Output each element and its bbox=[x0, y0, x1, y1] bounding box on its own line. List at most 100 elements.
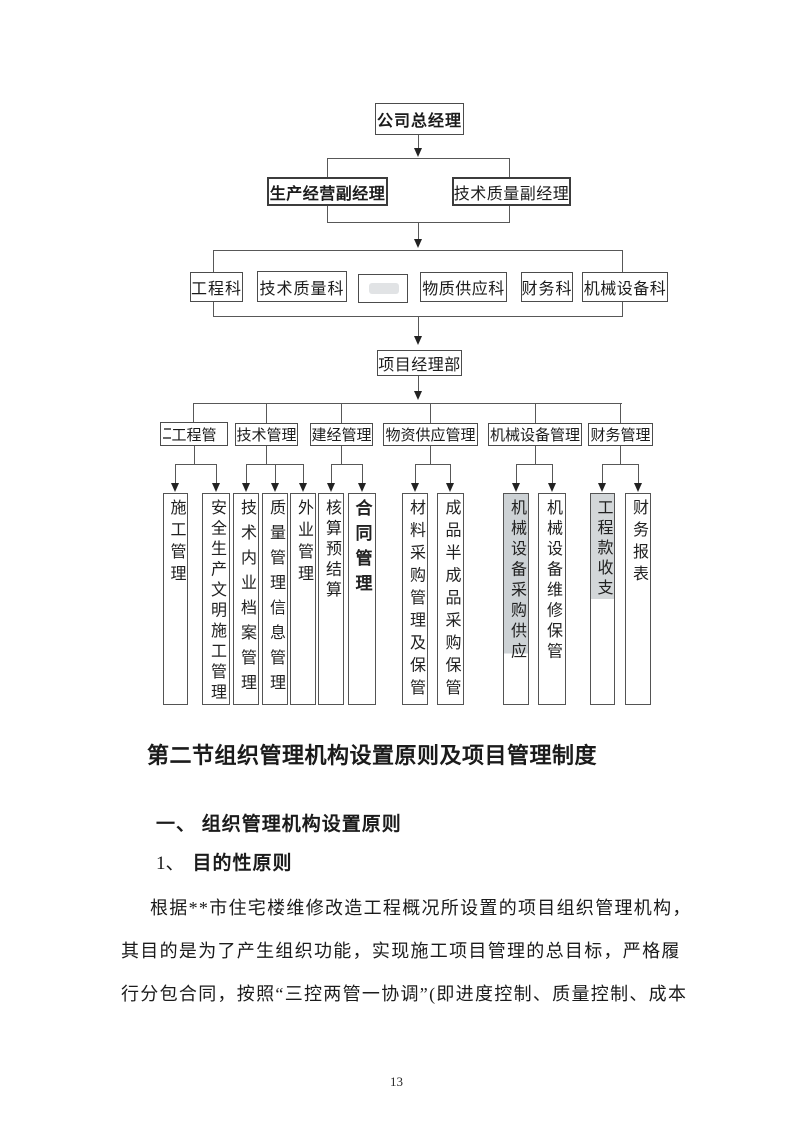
connector-line bbox=[450, 464, 451, 484]
vbox-label: 机械设备采购供应 bbox=[508, 499, 525, 663]
list-item-title: 目的性原则 bbox=[192, 853, 293, 874]
arrow-down-icon bbox=[211, 483, 220, 492]
connector-line bbox=[415, 464, 416, 484]
box-func-financial-statements: 财务报表 bbox=[625, 493, 651, 705]
box-func-safety-civilized-construction: 安全生产文明施工管理 bbox=[202, 493, 230, 705]
box-func-contract-mgmt: 合同管理 bbox=[348, 493, 376, 705]
vbox-label: 核算预结算 bbox=[323, 499, 340, 602]
vbox-label: 合同管理 bbox=[352, 499, 372, 599]
arrow-down-icon bbox=[410, 483, 419, 492]
box-mgmt-budget: 建经管理 bbox=[310, 423, 373, 446]
vbox-label: 施工管理 bbox=[167, 499, 185, 587]
box-mgmt-machinery: 机械设备管理 bbox=[488, 423, 582, 446]
connector-line bbox=[430, 403, 431, 424]
vbox-label: 安全生产文明施工管理 bbox=[208, 499, 225, 704]
connector-line bbox=[516, 464, 517, 484]
connector-line bbox=[620, 446, 621, 465]
box-func-finished-goods-purchase-storage: 成品半成品采购保管 bbox=[437, 493, 464, 705]
box-dept-tech-quality: 技术质量科 bbox=[257, 271, 347, 302]
vbox-label: 机械设备维修保管 bbox=[544, 499, 561, 663]
connector-line bbox=[620, 403, 621, 424]
connector-line bbox=[415, 464, 451, 465]
box-mgmt-finance: 财务管理 bbox=[588, 423, 653, 446]
scan-artifact bbox=[163, 437, 171, 439]
connector-line bbox=[193, 403, 622, 404]
box-dept-machinery: 机械设备科 bbox=[582, 272, 668, 302]
connector-line bbox=[175, 464, 176, 484]
box-dept-material-supply: 物质供应科 bbox=[420, 272, 507, 302]
connector-line bbox=[602, 464, 639, 465]
list-item-number: 1、 bbox=[156, 853, 185, 874]
connector-line bbox=[303, 464, 304, 484]
paragraph-line: 根据**市住宅楼维修改造工程概况所设置的项目组织管理机构， bbox=[150, 898, 692, 918]
connector-line bbox=[418, 317, 419, 337]
arrow-down-icon bbox=[170, 483, 179, 492]
paragraph-line: 行分包合同，按照“三控两管一协调”(即进度控制、质量控制、成本 bbox=[121, 984, 688, 1004]
box-mgmt-material-supply: 物资供应管理 bbox=[383, 423, 478, 446]
page-number: 13 bbox=[390, 1074, 403, 1089]
connector-line bbox=[275, 464, 276, 484]
arrow-down-icon bbox=[547, 483, 556, 492]
box-func-material-purchase-storage: 材料采购管理及保管 bbox=[402, 493, 428, 705]
connector-line bbox=[246, 464, 247, 484]
vbox-label: 技术内业档案管理 bbox=[238, 499, 255, 699]
box-func-field-mgmt: 外业管理 bbox=[290, 493, 316, 705]
connector-line bbox=[341, 403, 342, 424]
arrow-down-icon bbox=[357, 483, 366, 492]
arrow-down-icon bbox=[414, 336, 422, 345]
arrow-down-icon bbox=[445, 483, 454, 492]
connector-line bbox=[266, 446, 267, 465]
connector-line bbox=[193, 403, 194, 424]
connector-line bbox=[516, 464, 553, 465]
box-dept-engineering: 工程科 bbox=[190, 272, 243, 302]
connector-line bbox=[638, 464, 639, 484]
connector-line bbox=[552, 464, 553, 484]
list-item-heading: 1、目的性原则 bbox=[156, 848, 293, 875]
box-company-general-manager: 公司总经理 bbox=[375, 103, 464, 135]
connector-line bbox=[535, 446, 536, 465]
connector-line bbox=[418, 135, 419, 149]
arrow-down-icon bbox=[414, 239, 422, 248]
scan-artifact bbox=[369, 283, 399, 294]
box-func-accounting-budget: 核算预结算 bbox=[318, 493, 344, 705]
paragraph-line: 其目的是为了产生组织功能，实现施工项目管理的总目标，严格履 bbox=[121, 941, 681, 961]
box-project-manager-dept: 项目经理部 bbox=[377, 350, 462, 376]
box-func-quality-info-mgmt: 质量管理信息管理 bbox=[262, 493, 288, 705]
box-func-tech-archive-mgmt: 技术内业档案管理 bbox=[233, 493, 259, 705]
connector-line bbox=[535, 403, 536, 424]
connector-line bbox=[418, 376, 419, 392]
arrow-down-icon bbox=[414, 391, 422, 400]
vbox-label: 质量管理信息管理 bbox=[267, 499, 284, 699]
connector-line bbox=[266, 403, 267, 424]
arrow-down-icon bbox=[633, 483, 642, 492]
vbox-label: 材料采购管理及保管 bbox=[407, 499, 424, 702]
connector-line bbox=[602, 464, 603, 484]
connector-line bbox=[331, 464, 332, 484]
connector-line bbox=[216, 464, 217, 484]
box-deputy-tech-quality-manager: 技术质量副经理 bbox=[452, 177, 571, 206]
subsection-heading: 一、 组织管理机构设置原则 bbox=[156, 814, 402, 835]
box-mgmt-technical: 技术管理 bbox=[235, 423, 298, 446]
connector-line bbox=[430, 446, 431, 465]
connector-line bbox=[362, 464, 363, 484]
arrow-down-icon bbox=[241, 483, 250, 492]
vbox-label: 财务报表 bbox=[630, 499, 647, 587]
section-heading: 第二节组织管理机构设置原则及项目管理制度 bbox=[147, 743, 598, 768]
arrow-down-icon bbox=[270, 483, 279, 492]
arrow-down-icon bbox=[511, 483, 520, 492]
box-dept-finance: 财务科 bbox=[521, 272, 573, 302]
connector-line bbox=[418, 223, 419, 240]
arrow-down-icon bbox=[597, 483, 606, 492]
connector-line bbox=[341, 446, 342, 465]
connector-line bbox=[331, 464, 363, 465]
box-func-construction-mgmt: 施工管理 bbox=[163, 493, 188, 705]
vbox-label: 外业管理 bbox=[295, 499, 312, 587]
connector-line bbox=[194, 446, 195, 465]
vbox-label: 成品半成品采购保管 bbox=[442, 499, 460, 702]
vbox-label: 工程款收支 bbox=[594, 499, 612, 599]
scan-artifact bbox=[164, 428, 171, 430]
box-func-project-payment: 工程款收支 bbox=[590, 493, 615, 705]
arrow-down-icon bbox=[414, 148, 422, 157]
box-func-machinery-purchase-supply: 机械设备采购供应 bbox=[503, 493, 529, 705]
